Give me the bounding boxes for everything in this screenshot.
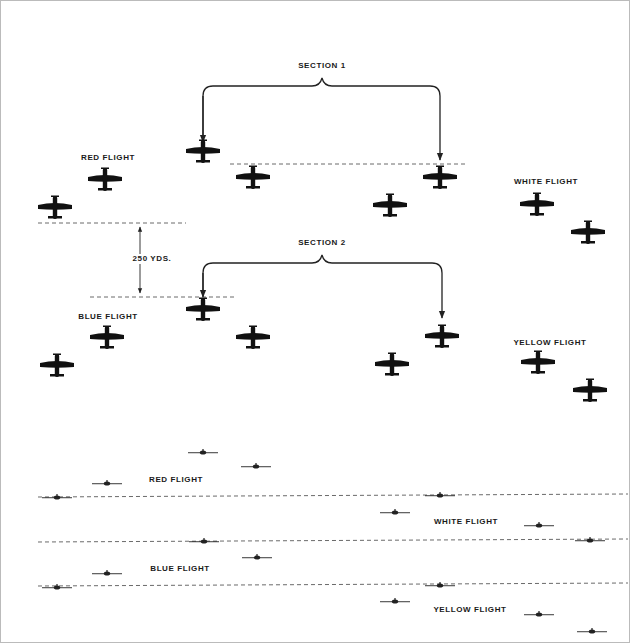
flight-label: RED FLIGHT bbox=[147, 475, 205, 485]
flight-label: WHITE FLIGHT bbox=[512, 177, 580, 187]
section-label: SECTION 1 bbox=[296, 61, 348, 71]
distance-label: 250 YDS. bbox=[131, 254, 174, 264]
section-label: SECTION 2 bbox=[296, 238, 348, 248]
flight-label: WHITE FLIGHT bbox=[432, 517, 500, 527]
flight-label: YELLOW FLIGHT bbox=[511, 338, 588, 348]
flight-label: RED FLIGHT bbox=[79, 153, 137, 163]
flight-label: BLUE FLIGHT bbox=[76, 312, 139, 322]
flight-label: BLUE FLIGHT bbox=[148, 564, 211, 574]
flight-label: YELLOW FLIGHT bbox=[431, 605, 508, 615]
